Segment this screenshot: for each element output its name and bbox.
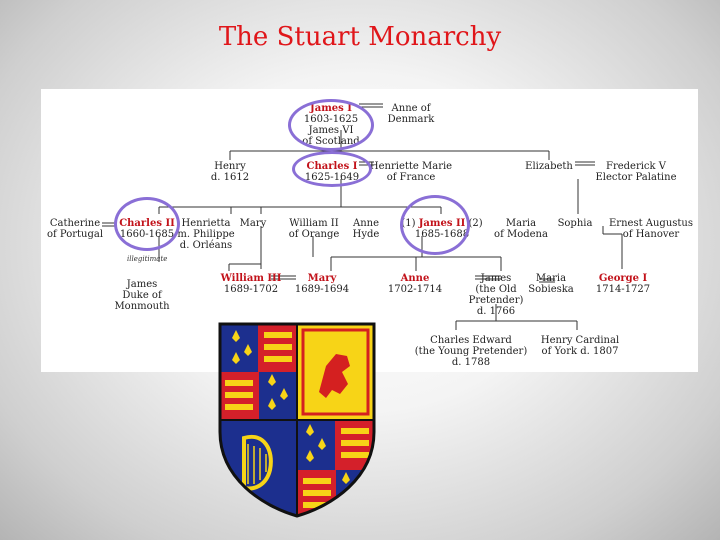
highlight-ring-charles-ii [114,197,180,251]
person-anne-hyde: Anne Hyde [352,218,380,240]
person-charles-edward: Charles Edward (the Young Pretender) d. … [414,335,528,368]
person-william-iii: William III 1689-1702 [220,273,282,295]
highlight-ring-charles-i [292,151,372,187]
person-henrietta: Henrietta m. Philippe d. Orléans [177,218,235,251]
highlight-ring-james-i [288,99,374,151]
person-maria-of-modena: Maria of Modena [494,218,548,240]
person-henrietta-maria: Henriette Marie of France [369,161,453,183]
person-mary: Mary [239,218,267,229]
person-elizabeth: Elizabeth [525,161,573,172]
person-james-duke-of-monmouth: James Duke of Monmouth [114,279,170,312]
person-sophia: Sophia [557,218,593,229]
person-mary-ii: Mary 1689-1694 [294,273,350,295]
highlight-ring-james-ii [400,195,470,255]
person-william-ii: William II of Orange [288,218,340,240]
royal-coat-of-arms-icon [218,322,376,518]
person-henry-cardinal: Henry Cardinal of York d. 1807 [540,335,620,357]
person-henry: Henry d. 1612 [210,161,250,183]
person-james-old-pretender: James (the Old Pretender) d. 1766 [468,273,524,317]
illegitimate-label: illegitimate [127,255,168,263]
person-maria-sobieska: Maria Sobieska [528,273,574,295]
person-frederick-v: Frederick V Elector Palatine [595,161,677,183]
person-ernest-augustus: Ernest Augustus of Hanover [609,218,693,240]
person-george-i: George I 1714-1727 [595,273,651,295]
slide-title: The Stuart Monarchy [218,22,502,52]
person-catherine: Catherine of Portugal [46,218,104,240]
person-anne-of-denmark: Anne of Denmark [387,103,435,125]
person-anne: Anne 1702-1714 [387,273,443,295]
